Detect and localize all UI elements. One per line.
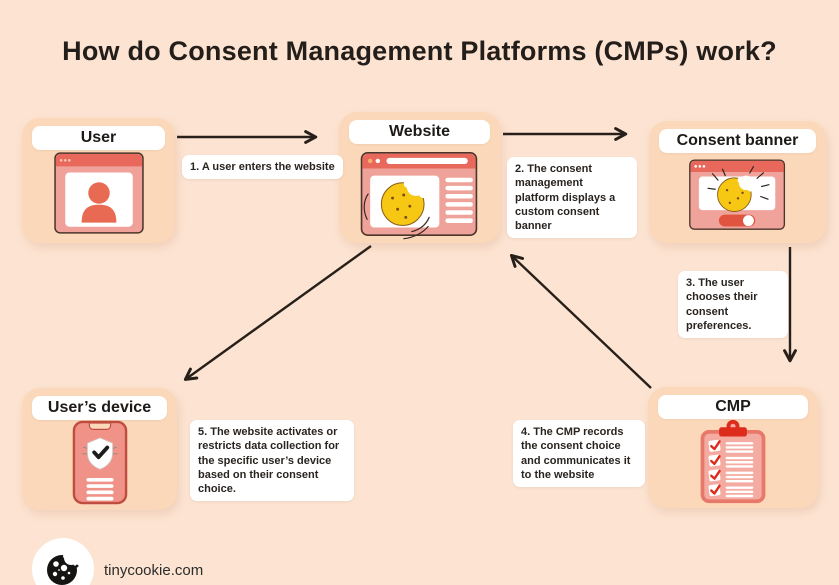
step-5-label: 5. The website activates or restricts da… <box>190 420 354 502</box>
node-cmp: CMP <box>648 387 818 508</box>
browser-user-icon <box>53 152 144 234</box>
node-users-device: User’s device <box>22 388 177 510</box>
node-users-device-label: User’s device <box>32 396 167 420</box>
footer-site-name: tinycookie.com <box>104 562 204 579</box>
arrow-cmp-to-website <box>509 253 652 389</box>
node-consent-banner: Consent banner <box>649 121 826 243</box>
cookie-icon <box>47 551 79 585</box>
node-cmp-label: CMP <box>658 395 808 419</box>
node-website-label: Website <box>349 120 490 144</box>
node-consent-banner-label: Consent banner <box>659 129 816 153</box>
footer-logo <box>32 538 94 585</box>
step-1-label: 1. A user enters the website <box>182 155 343 180</box>
node-user-label: User <box>32 126 165 150</box>
node-user: User <box>22 118 175 243</box>
phone-shield-check-icon <box>72 420 127 505</box>
clipboard-checklist-icon <box>700 419 766 504</box>
page-title: How do Consent Management Platforms (CMP… <box>62 36 777 66</box>
browser-cookie-icon <box>360 151 477 240</box>
node-website: Website <box>339 112 500 243</box>
cookie-banner-toggle-icon <box>688 159 785 230</box>
step-4-label: 4. The CMP records the consent choice an… <box>513 420 645 488</box>
arrow-website-to-device <box>183 245 372 381</box>
step-3-label: 3. The user chooses their consent prefer… <box>678 271 788 339</box>
step-2-label: 2. The consent management platform displ… <box>507 157 637 239</box>
